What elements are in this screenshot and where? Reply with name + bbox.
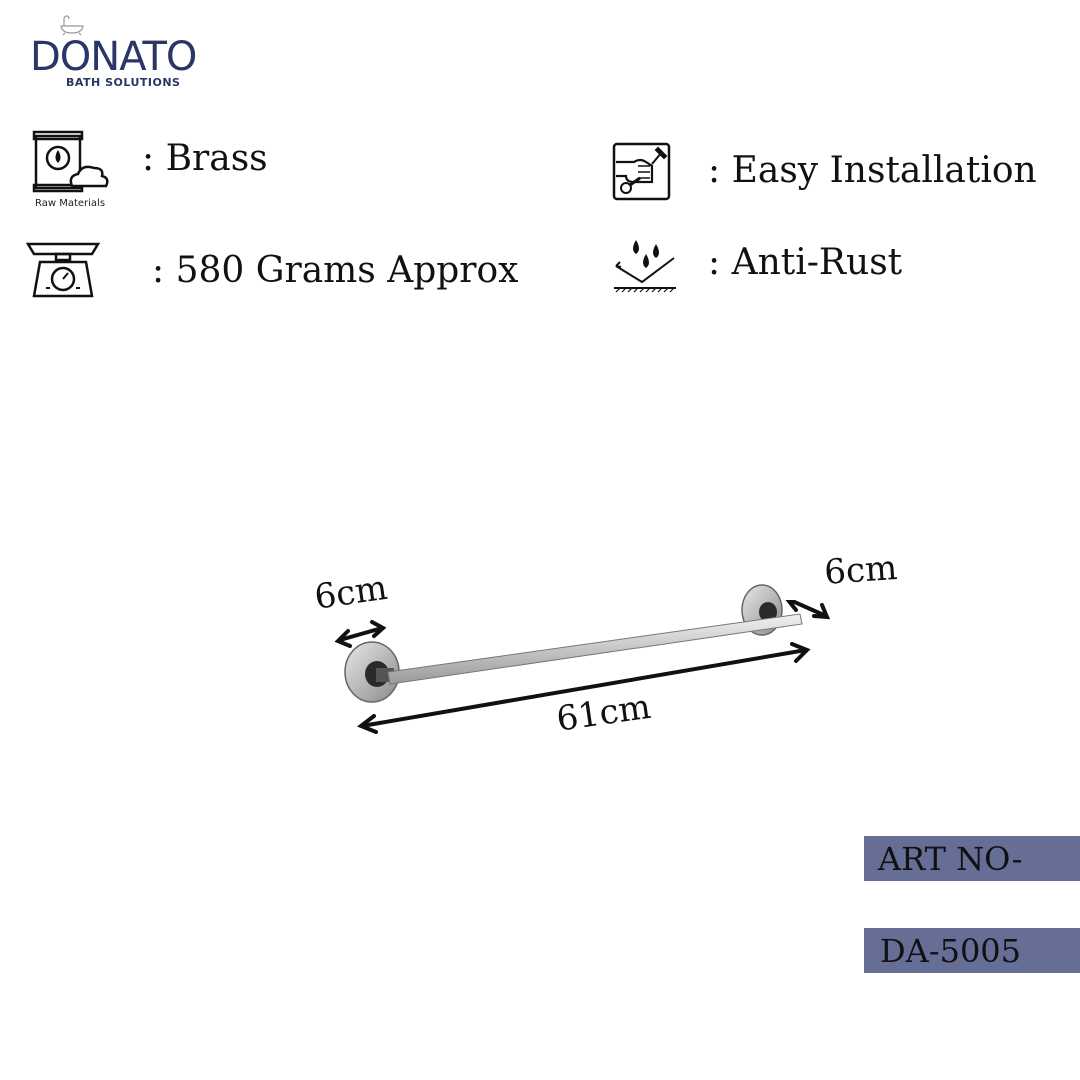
rust-text: : Anti-Rust	[708, 242, 903, 283]
installation-text: : Easy Installation	[708, 150, 1037, 191]
dimension-arrows	[334, 600, 831, 734]
water-drops-shield-icon	[614, 240, 676, 293]
weight-text: : 580 Grams Approx	[152, 250, 519, 291]
raw-materials-icon	[32, 130, 109, 193]
bathtub-icon	[60, 15, 84, 36]
brand-tagline: BATH SOLUTIONS	[66, 76, 181, 89]
towel-rod-image	[344, 584, 803, 703]
art-no-value: DA-5005	[864, 928, 1080, 973]
brand-name: DONATO	[30, 34, 197, 80]
right-flange-dimension: 6cm	[823, 547, 899, 593]
raw-materials-caption: Raw Materials	[35, 198, 106, 209]
material-text: : Brass	[142, 138, 268, 179]
brand-logo: DONATO BATH SOLUTIONS	[28, 14, 228, 94]
wrench-hand-icon	[612, 142, 671, 201]
art-no-label: ART NO-	[864, 836, 1080, 881]
weighing-scale-icon	[26, 242, 100, 298]
